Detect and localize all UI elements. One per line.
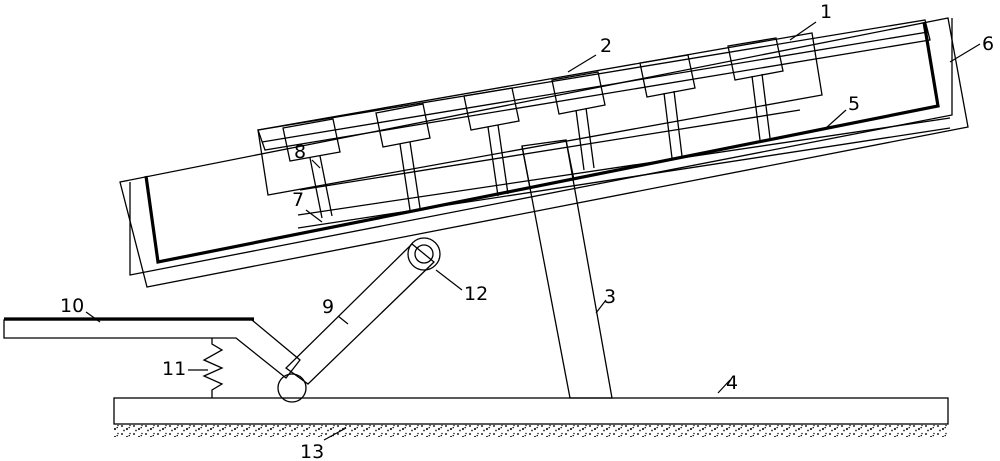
pedal bbox=[3, 319, 301, 379]
sensor-boxes bbox=[282, 37, 784, 162]
leader-lines bbox=[85, 21, 981, 441]
link-arm bbox=[284, 243, 435, 385]
gravel-layer bbox=[114, 424, 948, 437]
spring bbox=[202, 338, 224, 398]
label-3: 3 bbox=[604, 286, 616, 308]
upper-pivot bbox=[407, 237, 441, 271]
label-10: 10 bbox=[60, 295, 84, 317]
label-6: 6 bbox=[982, 33, 994, 55]
label-8: 8 bbox=[294, 141, 306, 163]
tray-floor bbox=[297, 117, 951, 216]
label-12: 12 bbox=[464, 283, 488, 305]
tray-liner bbox=[144, 21, 940, 264]
label-9: 9 bbox=[322, 296, 334, 318]
label-1: 1 bbox=[820, 1, 832, 23]
lower-pivot bbox=[277, 373, 307, 403]
box-housing bbox=[257, 32, 823, 196]
support-post bbox=[521, 139, 613, 399]
label-5: 5 bbox=[848, 93, 860, 115]
tray-inner-wall bbox=[129, 18, 953, 276]
label-7: 7 bbox=[292, 189, 304, 211]
label-11: 11 bbox=[162, 358, 186, 380]
label-13: 13 bbox=[300, 441, 324, 461]
label-2: 2 bbox=[600, 35, 612, 57]
base-plate bbox=[113, 397, 949, 425]
label-4: 4 bbox=[726, 372, 738, 394]
box-rail bbox=[257, 19, 931, 151]
tray-frame bbox=[119, 17, 969, 288]
